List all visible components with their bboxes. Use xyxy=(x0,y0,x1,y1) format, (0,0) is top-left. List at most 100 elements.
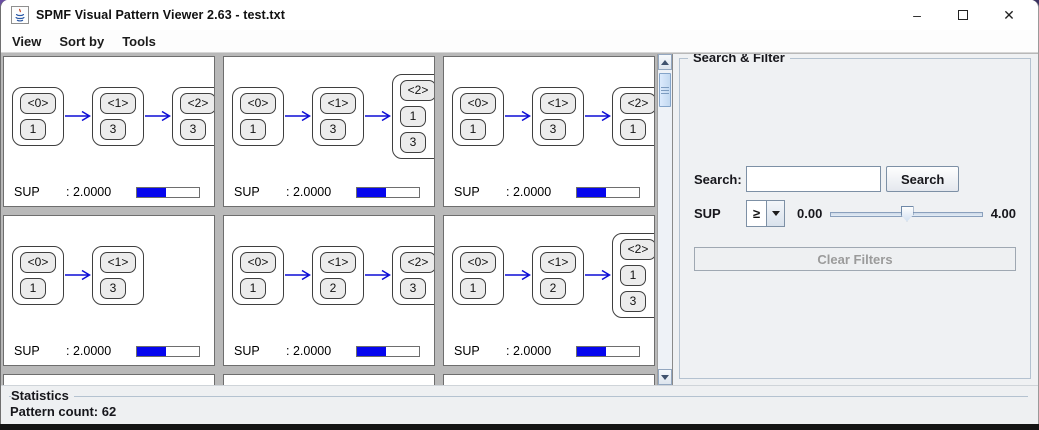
sup-row: SUP: 2.0000 xyxy=(4,344,214,365)
itemset-node: <0>1 xyxy=(452,245,504,305)
itemset-label: <0> xyxy=(240,92,276,114)
chevron-down-icon xyxy=(771,211,780,216)
scrollbar-track[interactable] xyxy=(658,70,672,369)
maximize-button[interactable] xyxy=(940,0,986,30)
item-box: 1 xyxy=(460,118,486,140)
itemset-node: <0>1 xyxy=(12,86,64,146)
menu-item-sort-by[interactable]: Sort by xyxy=(59,33,105,49)
itemset-node: <0>1 xyxy=(232,86,284,146)
arrow-up-icon xyxy=(661,59,669,65)
scrollbar-thumb[interactable] xyxy=(659,73,671,107)
support-bar-fill xyxy=(577,187,607,197)
itemset-node: <0>1 xyxy=(232,245,284,305)
itemset-node: <1>3 xyxy=(92,86,144,146)
search-label: Search: xyxy=(694,171,742,187)
window-bottom-edge xyxy=(0,424,1039,430)
group-title: Search & Filter xyxy=(688,54,790,65)
support-bar xyxy=(356,345,420,357)
sup-row: SUP: 2.0000 xyxy=(444,185,654,206)
pattern-drawing: <0>1 <1>3 <2> 1 3 xyxy=(224,57,434,185)
slider-thumb[interactable] xyxy=(900,205,914,222)
sequence-arrow-icon xyxy=(65,110,91,122)
sequence-arrow-icon xyxy=(585,269,611,281)
sup-value-label: : 2.0000 xyxy=(66,344,112,358)
clear-filters-button[interactable]: Clear Filters xyxy=(694,247,1016,271)
menu-item-view[interactable]: View xyxy=(12,33,42,49)
support-bar xyxy=(576,186,640,198)
item-box: 1 xyxy=(400,105,426,127)
pattern-cell-partial[interactable] xyxy=(223,374,435,385)
scroll-up-button[interactable] xyxy=(658,54,672,70)
itemset-label: <2> xyxy=(400,79,434,101)
itemset-label: <1> xyxy=(100,92,136,114)
itemset-node: <2> 1 3 xyxy=(392,73,434,159)
itemset-node: <1>3 xyxy=(92,245,144,305)
sequence-arrow-icon xyxy=(285,269,311,281)
itemset-node: <1>3 xyxy=(532,86,584,146)
support-bar xyxy=(576,345,640,357)
support-bar xyxy=(136,186,200,198)
slider-max-label: 4.00 xyxy=(990,206,1016,221)
maximize-icon xyxy=(958,10,968,20)
search-row: Search: Search xyxy=(694,166,1016,192)
item-box: 1 xyxy=(20,118,46,140)
pattern-drawing: <0> 1 <1>3 <2>1 xyxy=(444,57,654,185)
menu-item-tools[interactable]: Tools xyxy=(122,33,156,49)
sequence-arrow-icon xyxy=(585,110,611,122)
itemset-label: <0> xyxy=(20,251,56,273)
support-bar-fill xyxy=(577,346,607,356)
statistics-title: Statistics xyxy=(11,388,74,403)
sequence-arrow-icon xyxy=(365,110,391,122)
sup-label: SUP xyxy=(694,206,721,221)
minimize-button[interactable]: – xyxy=(913,7,921,23)
vertical-scrollbar[interactable] xyxy=(657,54,672,385)
item-box: 3 xyxy=(100,277,126,299)
search-button[interactable]: Search xyxy=(886,166,960,192)
item-box: 3 xyxy=(180,118,206,140)
itemset-label: <1> xyxy=(320,92,356,114)
search-input[interactable] xyxy=(746,166,881,192)
sup-row: SUP: 2.0000 xyxy=(224,185,434,206)
itemset-label: <0> xyxy=(460,92,496,114)
sup-name-label: SUP xyxy=(234,344,260,358)
title-bar: SPMF Visual Pattern Viewer 2.63 - test.t… xyxy=(1,0,1038,30)
statistics-group: Statistics Pattern count: 62 xyxy=(9,388,1028,419)
itemset-label: <2> xyxy=(180,92,214,114)
scroll-down-button[interactable] xyxy=(658,369,672,385)
itemset-node: <1>3 xyxy=(312,86,364,146)
sequence-arrow-icon xyxy=(285,110,311,122)
sequence-arrow-icon xyxy=(145,110,171,122)
sup-value-label: : 2.0000 xyxy=(506,344,552,358)
support-bar-fill xyxy=(137,187,167,197)
item-box: 1 xyxy=(620,264,646,286)
thumb-grip-icon xyxy=(661,89,669,91)
item-box: 2 xyxy=(320,277,346,299)
item-box: 3 xyxy=(540,118,566,140)
sup-name-label: SUP xyxy=(234,185,260,199)
item-box: 2 xyxy=(540,277,566,299)
itemset-label: <1> xyxy=(320,251,356,273)
item-box: 3 xyxy=(400,131,426,153)
close-button[interactable]: ✕ xyxy=(1003,6,1015,23)
sup-row: SUP: 2.0000 xyxy=(4,185,214,206)
pattern-cell-partial[interactable] xyxy=(3,374,215,385)
operator-combobox[interactable]: ≥ xyxy=(746,200,785,227)
combo-dropdown-button[interactable] xyxy=(766,201,784,226)
sup-value-label: : 2.0000 xyxy=(506,185,552,199)
sup-slider[interactable] xyxy=(830,205,983,223)
menu-bar: View Sort by Tools xyxy=(1,30,1038,53)
item-box: 1 xyxy=(240,277,266,299)
itemset-node: <2>1 xyxy=(612,86,654,146)
pattern-cell-partial[interactable] xyxy=(443,374,655,385)
itemset-node: <2>3 xyxy=(392,245,434,305)
